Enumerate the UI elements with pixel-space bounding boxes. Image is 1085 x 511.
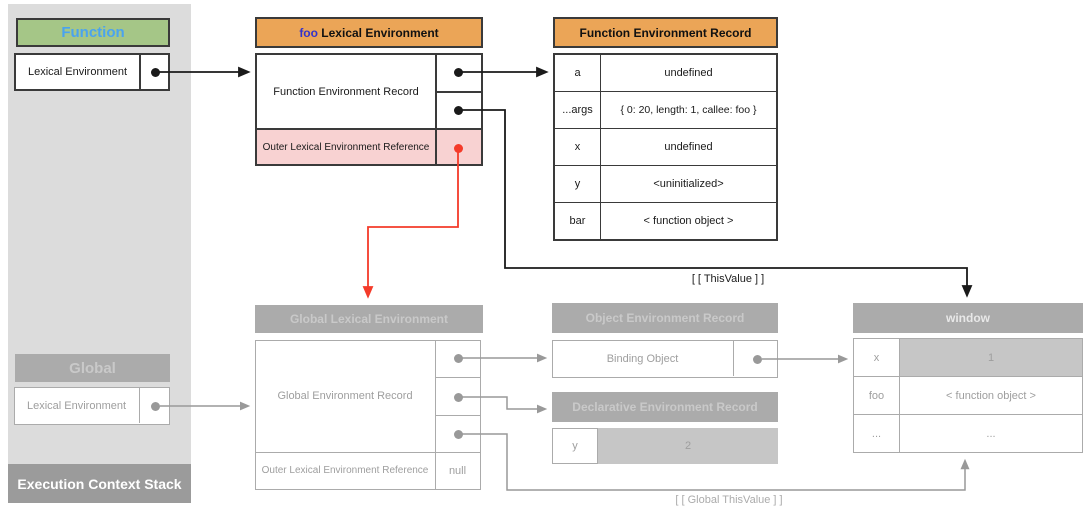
object-env-record-header-label: Object Environment Record — [585, 311, 745, 325]
cell-divider — [139, 55, 141, 89]
connector-dot-function-le — [150, 67, 160, 77]
row-value: undefined — [664, 67, 713, 79]
function-lexical-env-box: Lexical Environment — [14, 53, 170, 91]
global-lexical-env-table: Global Environment Record Outer Lexical … — [255, 340, 481, 490]
row-key: bar — [555, 203, 601, 239]
binding-object-label: Binding Object — [606, 352, 679, 365]
row-value: undefined — [664, 141, 713, 153]
table-row: ... ... — [854, 414, 1082, 452]
function-env-record-header-label: Function Environment Record — [579, 25, 752, 40]
outer-ref-null-value: null — [448, 464, 467, 477]
execution-context-stack-label: Execution Context Stack — [17, 475, 182, 492]
connector-dot-binding-object — [752, 354, 762, 364]
global-lexical-env-header: Global Lexical Environment — [255, 305, 483, 333]
outer-lexical-env-ref-label: Outer Lexical Environment Reference — [261, 465, 429, 476]
row-value: < function object > — [643, 215, 734, 227]
binding-object-box: Binding Object — [552, 340, 778, 378]
table-row: bar < function object > — [555, 202, 776, 239]
row-divider — [256, 451, 480, 453]
global-lexical-env-label: Lexical Environment — [26, 399, 127, 412]
row-value: <uninitialized> — [653, 178, 724, 190]
row-key: x — [555, 129, 601, 165]
table-row: x undefined — [555, 128, 776, 165]
connector-dot-global-record-ref-1 — [453, 353, 463, 363]
foo-lexical-env-table: Function Environment Record Outer Lexica… — [255, 53, 483, 166]
row-value: < function object > — [946, 389, 1036, 402]
global-lexical-env-box: Lexical Environment — [14, 387, 170, 425]
declarative-record-key-cell: y — [552, 428, 598, 464]
object-env-record-header: Object Environment Record — [552, 303, 778, 333]
function-env-record-label: Function Environment Record — [273, 85, 419, 98]
row-key: foo — [854, 377, 900, 414]
global-context-header: Global — [15, 354, 170, 382]
connector-dot-outer-ref — [453, 143, 463, 153]
foo-name-label: foo — [299, 25, 318, 40]
global-lexical-env-header-label: Global Lexical Environment — [289, 312, 449, 326]
cell-divider — [732, 341, 734, 376]
foo-header-rest-label: Lexical Environment — [317, 25, 439, 40]
row-value: { 0: 20, length: 1, callee: foo } — [620, 104, 757, 116]
table-row: ...args { 0: 20, length: 1, callee: foo … — [555, 91, 776, 128]
window-object-table: x 1 foo < function object > ... ... — [853, 338, 1083, 453]
connector-dot-global-record-ref-3 — [453, 429, 463, 439]
declarative-env-record-header: Declarative Environment Record — [552, 392, 778, 422]
row-key: x — [854, 339, 900, 376]
row-key: y — [555, 166, 601, 202]
cell-divider — [138, 388, 140, 423]
row-key: a — [555, 55, 601, 91]
global-context-title: Global — [69, 359, 116, 377]
function-env-record-table: a undefined ...args { 0: 20, length: 1, … — [553, 53, 778, 241]
this-value-label: [ [ ThisValue ] ] — [691, 273, 765, 285]
row-key: ...args — [555, 92, 601, 128]
row-value: ... — [986, 427, 996, 440]
connector-dot-foo-record-ref — [453, 67, 463, 77]
declarative-env-record-header-label: Declarative Environment Record — [572, 400, 758, 414]
table-row: x 1 — [854, 339, 1082, 376]
row-key: ... — [854, 415, 900, 452]
function-env-record-header: Function Environment Record — [553, 17, 778, 48]
window-object-header: window — [853, 303, 1083, 333]
window-object-header-label: window — [946, 311, 990, 325]
connector-dot-global-le — [150, 401, 160, 411]
table-row: y <uninitialized> — [555, 165, 776, 202]
global-this-value-label: [ [ Global ThisValue ] ] — [675, 494, 783, 506]
execution-context-stack-bar: Execution Context Stack — [8, 464, 191, 503]
outer-lexical-env-ref-label: Outer Lexical Environment Reference — [262, 141, 430, 153]
row-value: 1 — [900, 339, 1082, 376]
table-row: foo < function object > — [854, 376, 1082, 414]
pointer-cell-divider — [436, 414, 480, 416]
connector-dot-foo-this-ref — [453, 105, 463, 115]
declarative-record-value-cell: 2 — [598, 428, 778, 464]
row-divider — [257, 128, 481, 130]
table-row: a undefined — [555, 55, 776, 91]
function-lexical-env-label: Lexical Environment — [27, 66, 128, 78]
column-divider — [435, 55, 437, 164]
column-divider — [434, 341, 436, 489]
connector-dot-global-record-ref-2 — [453, 392, 463, 402]
pointer-cell-divider — [436, 376, 480, 378]
global-env-record-label: Global Environment Record — [277, 390, 413, 402]
pointer-cell-divider — [437, 91, 481, 93]
function-context-title: Function — [61, 24, 125, 41]
arrow-outer-ref-to-global-env — [362, 152, 459, 299]
foo-lexical-env-header: foo Lexical Environment — [255, 17, 483, 48]
function-context-header: Function — [16, 18, 170, 47]
